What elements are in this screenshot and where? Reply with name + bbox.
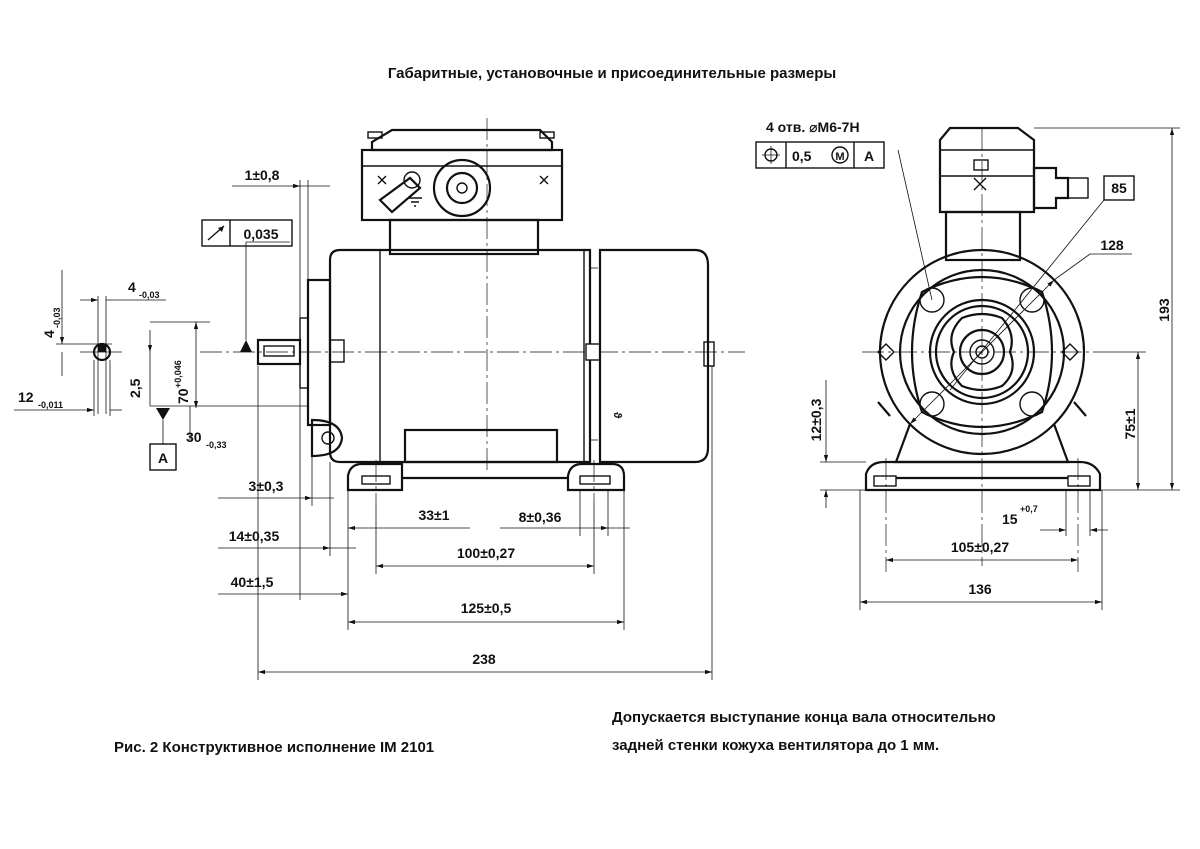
note-line-1: Допускается выступание конца вала относи… — [612, 709, 996, 726]
dim-100: 100±0,27 — [457, 545, 516, 561]
dim-33: 33±1 — [418, 507, 449, 523]
holes-label: 4 отв. ⌀M6-7H — [766, 119, 860, 135]
dim-1: 1±0,8 — [245, 167, 280, 183]
position-tolerance-modifier: M — [835, 151, 844, 163]
dim-105: 105±0,27 — [951, 539, 1010, 555]
mounting-feet — [346, 460, 626, 502]
dim-30-tol: -0,33 — [206, 440, 227, 450]
terminal-box — [360, 128, 564, 256]
fan-cover: ϑ — [598, 248, 715, 464]
dim-128: 128 — [1100, 237, 1124, 253]
dim-30: 30 — [186, 429, 202, 445]
side-view: ϑ — [14, 118, 745, 680]
shaft — [256, 338, 302, 366]
front-shield — [299, 278, 345, 458]
front-dimension-lines — [820, 127, 1180, 610]
svg-text:ϑ: ϑ — [611, 412, 623, 419]
front-view: 4 отв. ⌀M6-7H 0,5 M A 85 128 193 75±1 12… — [755, 119, 1180, 610]
dim-3: 3±0,3 — [249, 478, 284, 494]
dim-4-vertical-tol: -0,03 — [52, 307, 62, 328]
dim-4-horizontal-tol: -0,03 — [139, 290, 160, 300]
front-feet — [864, 423, 1102, 572]
dim-238: 238 — [472, 651, 496, 667]
dim-15-tol: +0,7 — [1020, 504, 1038, 514]
note-line-2: задней стенки кожуха вентилятора до 1 мм… — [612, 737, 939, 754]
side-dimension-lines — [14, 180, 713, 680]
dim-70: 70 — [175, 388, 191, 404]
motor-body — [328, 248, 601, 464]
dim-14: 14±0,35 — [229, 528, 280, 544]
dim-85: 85 — [1111, 180, 1127, 196]
front-flange — [877, 149, 1132, 456]
dim-12-tol: -0,011 — [38, 400, 63, 410]
key-detail — [56, 296, 122, 414]
figure-caption: Рис. 2 Конструктивное исполнение IM 2101 — [114, 739, 434, 756]
dim-75: 75±1 — [1122, 408, 1138, 439]
position-tolerance-value: 0,5 — [792, 148, 812, 164]
dim-2-5: 2,5 — [127, 378, 143, 398]
runout-tolerance-frame: 0,035 — [201, 219, 293, 247]
position-tolerance-datum: A — [864, 148, 874, 164]
dim-193: 193 — [1156, 298, 1172, 322]
datum-a-label: A — [158, 450, 168, 466]
position-tolerance-frame: 0,5 M A — [755, 141, 885, 169]
dim-8: 8±0,36 — [519, 509, 562, 525]
dim-40: 40±1,5 — [231, 574, 274, 590]
runout-tolerance-value: 0,035 — [243, 226, 278, 242]
dim-4-vertical: 4 — [41, 330, 57, 338]
dim-12-front: 12±0,3 — [808, 398, 824, 441]
dim-4-horizontal: 4 — [128, 279, 136, 295]
dim-12: 12 — [18, 389, 34, 405]
dim-15: 15 — [1002, 511, 1018, 527]
dim-70-tol: +0,046 — [173, 360, 183, 388]
dim-136: 136 — [968, 581, 992, 597]
dim-125: 125±0,5 — [461, 600, 512, 616]
drawing-title: Габаритные, установочные и присоединител… — [388, 65, 836, 82]
front-terminal-box — [938, 126, 1089, 262]
